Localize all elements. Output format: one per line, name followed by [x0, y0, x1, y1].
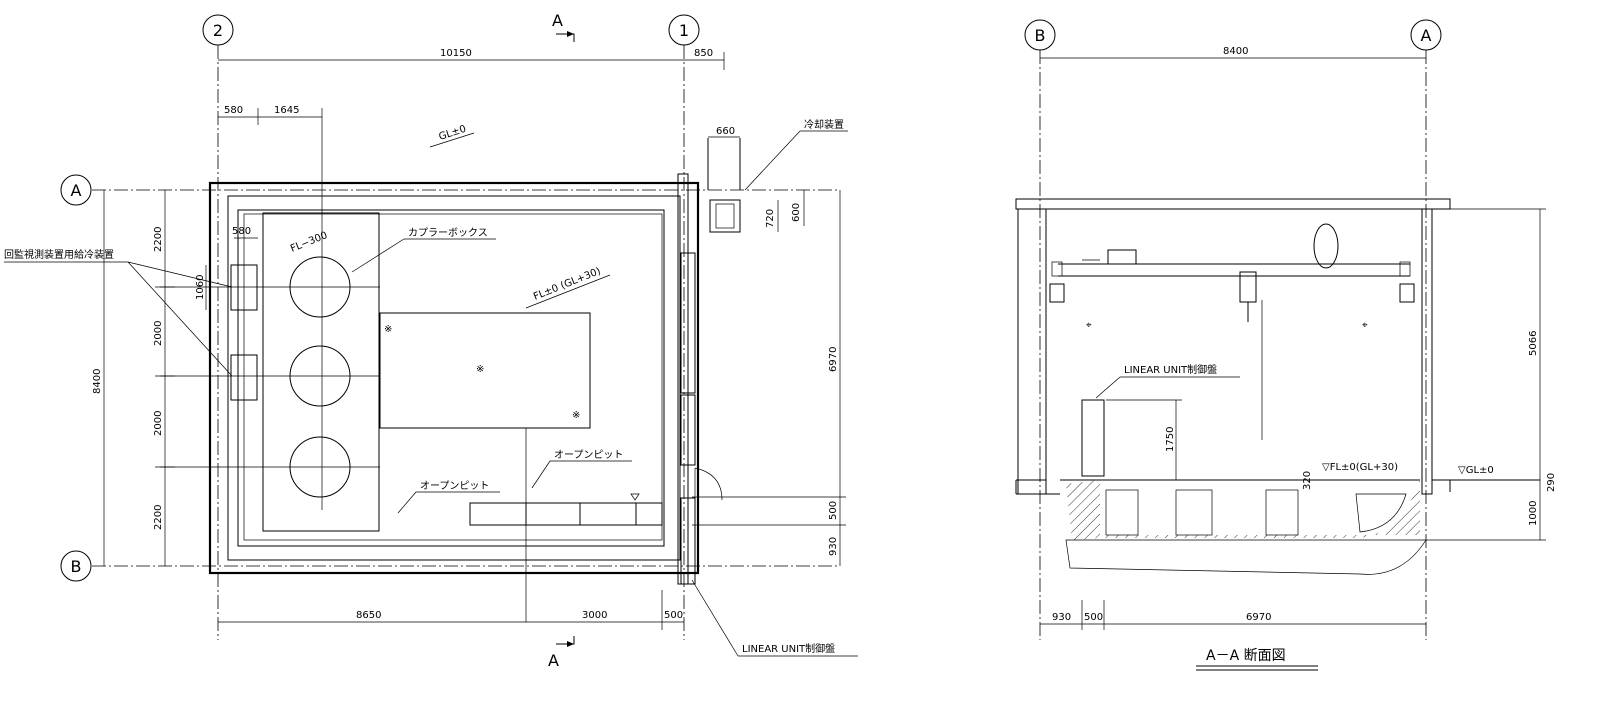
fl-300-label: FL−300	[289, 230, 329, 255]
dim-2200-top: 2200	[153, 227, 164, 252]
coupler-box-label: カプラーボックス	[408, 227, 488, 239]
dim-8400-section: 8400	[1223, 46, 1248, 57]
dim-10150: 10150	[440, 48, 472, 59]
dim-8400-plan: 8400	[92, 369, 103, 394]
axis-label-a-section: A	[1421, 26, 1432, 45]
dim-1060: 1060	[195, 275, 206, 300]
section-mark-top: A	[552, 11, 563, 30]
axis-label-b-plan: B	[71, 557, 82, 576]
linear-unit-panel	[1081, 399, 1105, 477]
dim-500-section: 500	[1084, 612, 1103, 623]
trench-cover-lower	[680, 394, 696, 466]
axis-bubble-2: 2	[202, 14, 234, 46]
outer-slab	[208, 181, 700, 575]
roof-slab	[1015, 198, 1451, 210]
door-swing	[694, 467, 723, 501]
dim-500-right: 500	[828, 501, 839, 520]
window-opening	[1313, 223, 1339, 269]
dim-850: 850	[694, 48, 713, 59]
left-wall	[1017, 208, 1047, 495]
open-pit	[469, 502, 663, 526]
fl-0-label: FL±0 (GL+30)	[532, 266, 602, 303]
dim-6970: 6970	[828, 347, 839, 372]
section-title: A－A 断面図	[1206, 648, 1286, 664]
axis-bubble-b-plan: B	[60, 550, 92, 582]
linear-unit-label-plan: LINEAR UNIT制御盤	[742, 642, 835, 655]
axis-label-1: 1	[679, 21, 689, 40]
svg-text:⌖: ⌖	[1362, 320, 1368, 331]
dim-930-right: 930	[828, 537, 839, 556]
dim-2200-bottom: 2200	[153, 505, 164, 530]
dim-660: 660	[716, 126, 735, 137]
linear-unit-label-section: LINEAR UNIT制御盤	[1124, 363, 1217, 376]
plan-view: 2 1 A B A A 10150 850	[4, 11, 858, 670]
asterisk-2: ※	[476, 364, 484, 375]
ground-section	[1065, 539, 1427, 575]
axis-bubble-a-plan: A	[60, 174, 92, 206]
dim-580b: 580	[232, 226, 251, 237]
monitor-equipment-2	[230, 354, 258, 401]
right-wall	[1421, 208, 1433, 495]
axis-label-a-plan: A	[71, 181, 82, 200]
fl-0-section-label: ▽FL±0(GL+30)	[1322, 462, 1398, 473]
trench-cover-upper	[680, 252, 696, 394]
axis-bubble-1: 1	[668, 14, 700, 46]
monitor-water-label: 回監視測装置用給冷装置	[4, 248, 114, 261]
dim-1645: 1645	[274, 105, 299, 116]
dim-720: 720	[765, 209, 776, 228]
dim-320: 320	[1302, 471, 1313, 490]
gl-0-section-label: ▽GL±0	[1458, 465, 1494, 476]
monitor-equipment-1	[230, 264, 258, 311]
dim-930-section: 930	[1052, 612, 1071, 623]
dim-580: 580	[224, 105, 243, 116]
asterisk-3: ※	[572, 410, 580, 421]
dim-500-bottom: 500	[664, 610, 683, 621]
open-pit-label-1: オープンピット	[554, 449, 623, 461]
dim-2000-b: 2000	[153, 411, 164, 436]
dim-1000: 1000	[1528, 501, 1539, 526]
axis-bubble-a-section: A	[1410, 19, 1442, 51]
dim-290: 290	[1546, 473, 1557, 492]
dim-600: 600	[791, 203, 802, 222]
rail-platform	[379, 312, 591, 429]
axis-label-2: 2	[213, 21, 223, 40]
section-view: B A 8400	[1015, 19, 1557, 671]
axis-label-b-section: B	[1035, 26, 1046, 45]
cooling-unit	[709, 199, 741, 233]
open-pit-label-2: オープンピット	[420, 480, 489, 492]
dim-8650: 8650	[356, 610, 381, 621]
dim-1750: 1750	[1165, 427, 1176, 452]
cooling-label: 冷却装置	[804, 118, 844, 131]
axis-bubble-b-section: B	[1024, 19, 1056, 51]
section-mark-bottom: A	[548, 651, 559, 670]
dim-5066: 5066	[1528, 331, 1539, 356]
hatched-pit	[262, 212, 380, 532]
dim-2000-a: 2000	[153, 321, 164, 346]
asterisk-1: ※	[384, 324, 392, 335]
svg-text:⌖: ⌖	[1086, 320, 1092, 331]
dim-3000: 3000	[582, 610, 607, 621]
dim-6970-section: 6970	[1246, 612, 1271, 623]
